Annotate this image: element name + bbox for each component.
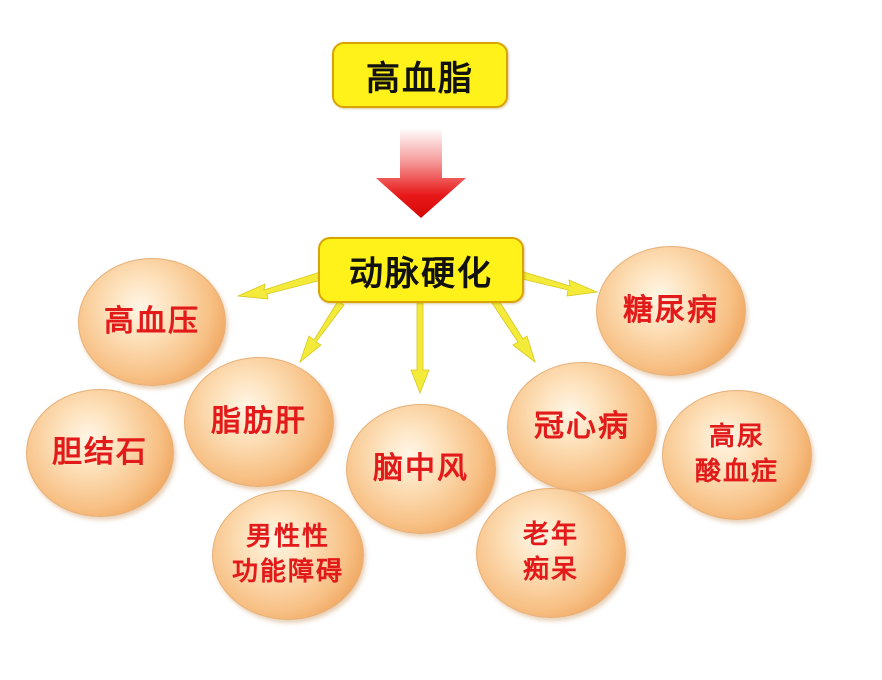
connector-arrow-hypertension	[236, 271, 323, 300]
disease-diabetes: 糖尿病	[596, 246, 746, 376]
disease-label: 脂肪肝	[211, 404, 307, 439]
hyperlipidemia-label: 高血脂	[366, 58, 474, 99]
disease-label: 糖尿病	[623, 293, 719, 328]
connector-arrow-stroke	[410, 302, 430, 395]
disease-hypertension: 高血压	[78, 258, 226, 386]
connector-arrows	[236, 271, 599, 395]
atherosclerosis-box: 动脉硬化	[318, 237, 524, 303]
disease-dementia: 老年 痴呆	[476, 488, 626, 618]
down-arrow-icon	[376, 128, 466, 218]
disease-hyperuricemia: 高尿 酸血症	[662, 390, 812, 520]
hyperlipidemia-box: 高血脂	[332, 42, 508, 108]
disease-coronary: 冠心病	[507, 362, 657, 492]
disease-label-line1: 高尿	[708, 421, 765, 452]
disease-label: 冠心病	[534, 409, 630, 444]
connector-arrow-diabetes	[521, 271, 599, 297]
disease-fatty-liver: 脂肪肝	[184, 357, 334, 487]
disease-label: 脑中风	[373, 451, 469, 486]
disease-gallstones: 胆结石	[26, 389, 174, 517]
connector-arrow-coronary	[491, 298, 536, 364]
disease-label-line2: 痴呆	[522, 555, 579, 585]
disease-label: 高血压	[104, 304, 200, 339]
disease-label-line2: 酸血症	[694, 457, 779, 487]
connector-arrow-fatty-liver	[299, 300, 345, 364]
disease-label-line2: 功能障碍	[231, 557, 344, 587]
disease-label-line1: 老年	[522, 519, 579, 550]
disease-male-dysfunction: 男性性 功能障碍	[212, 490, 364, 620]
disease-stroke: 脑中风	[346, 404, 496, 534]
atherosclerosis-label: 动脉硬化	[349, 253, 493, 294]
disease-label-line1: 男性性	[245, 521, 330, 552]
disease-label: 胆结石	[52, 435, 148, 470]
